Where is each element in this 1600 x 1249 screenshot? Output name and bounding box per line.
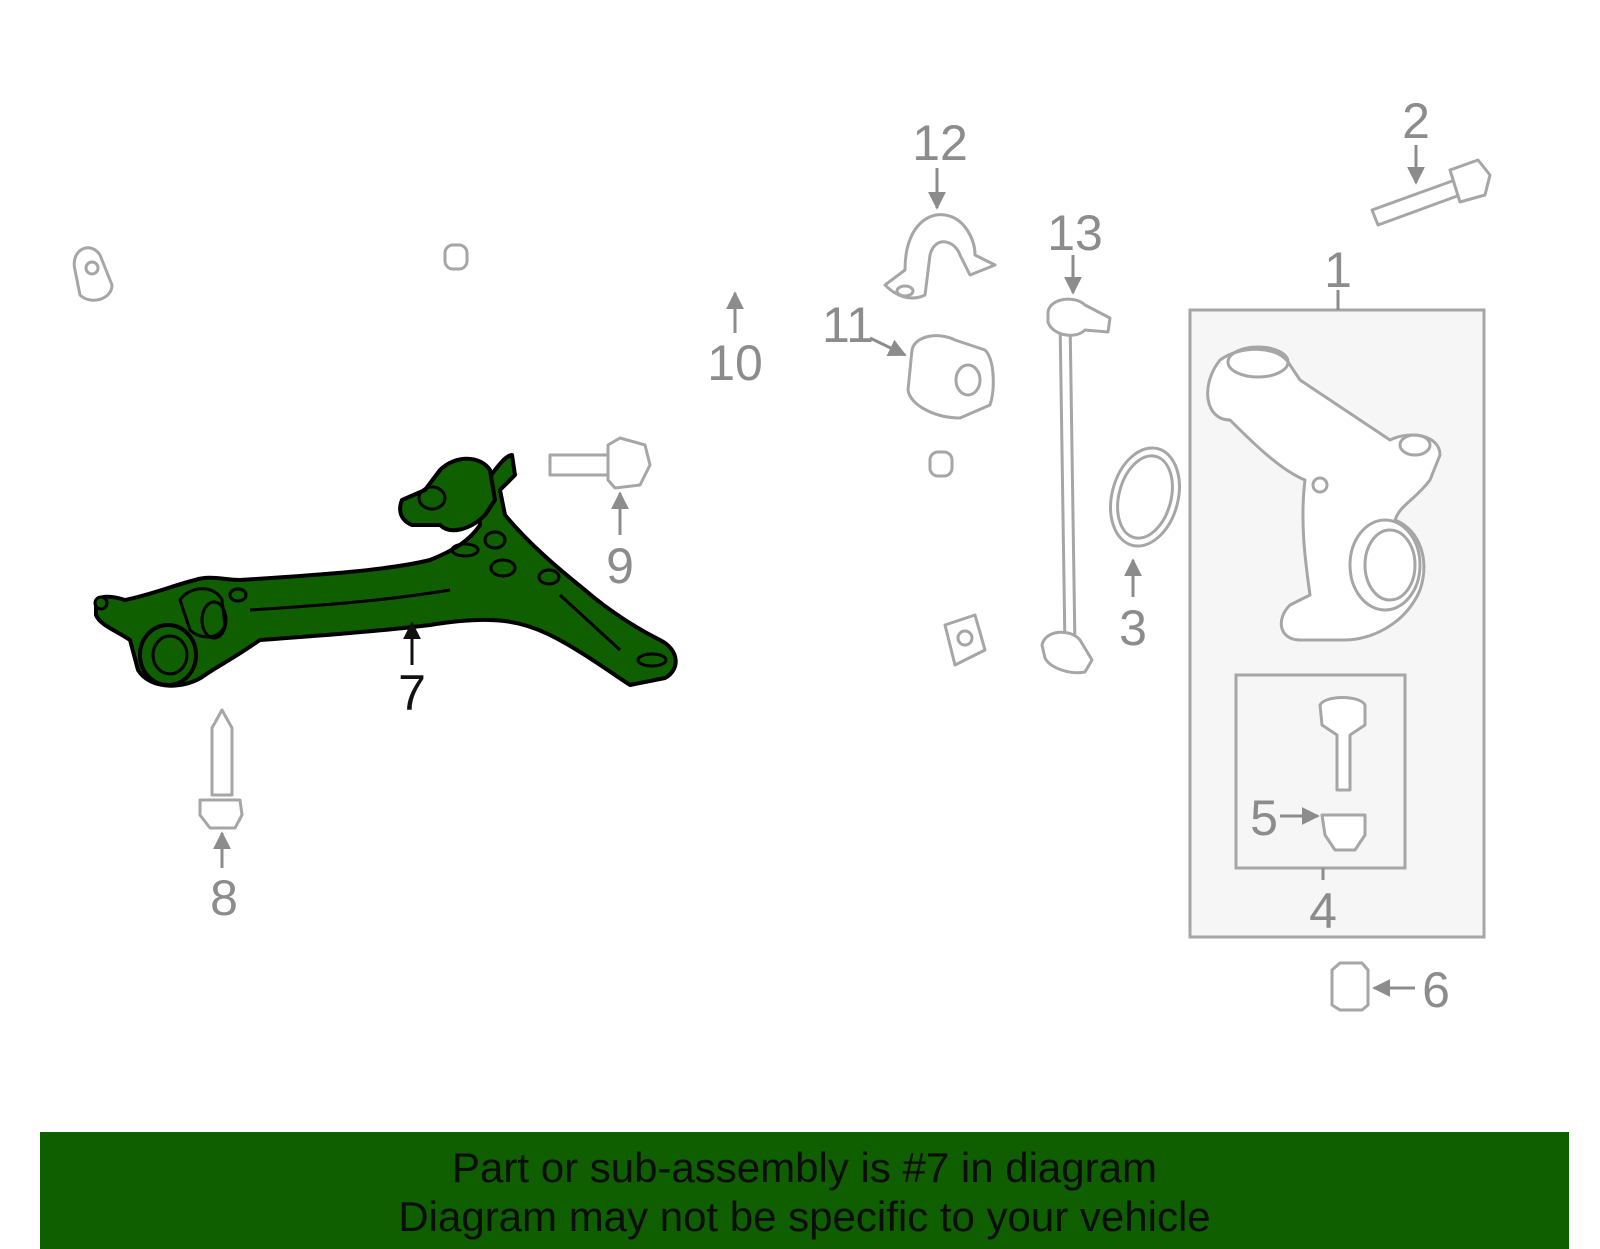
stabilizer-link[interactable]	[1040, 297, 1112, 675]
dust-seal[interactable]	[1100, 440, 1190, 554]
callout-3: 3	[1119, 600, 1147, 656]
callout-7: 7	[398, 665, 426, 721]
callout-9: 9	[606, 538, 634, 594]
callout-6: 6	[1422, 962, 1450, 1018]
callout-8: 8	[210, 870, 238, 926]
stabilizer-bar[interactable]	[72, 233, 1017, 667]
bolt-9[interactable]	[548, 436, 652, 490]
stabilizer-bushing[interactable]	[906, 334, 995, 420]
leader-11	[869, 336, 907, 357]
callout-12: 12	[912, 115, 968, 171]
callout-1: 1	[1324, 242, 1352, 298]
nut-6[interactable]	[1330, 961, 1370, 1012]
callout-2: 2	[1402, 93, 1430, 149]
callout-11: 11	[822, 297, 874, 353]
bolt-8[interactable]	[198, 708, 244, 830]
callout-4: 4	[1309, 883, 1337, 939]
callout-13: 13	[1047, 205, 1103, 261]
bolt-2[interactable]	[1370, 158, 1492, 227]
info-banner: Part or sub-assembly is #7 in diagram Di…	[40, 1132, 1569, 1249]
banner-part-note: Part or sub-assembly is #7 in diagram	[452, 1144, 1157, 1191]
lower-control-arm[interactable]	[93, 453, 678, 688]
ball-joint-group[interactable]	[1234, 673, 1407, 870]
stabilizer-bracket[interactable]	[883, 213, 997, 300]
callout-10: 10	[707, 335, 763, 391]
callout-5: 5	[1250, 790, 1278, 846]
banner-disclaimer: Diagram may not be specific to your vehi…	[398, 1193, 1211, 1240]
